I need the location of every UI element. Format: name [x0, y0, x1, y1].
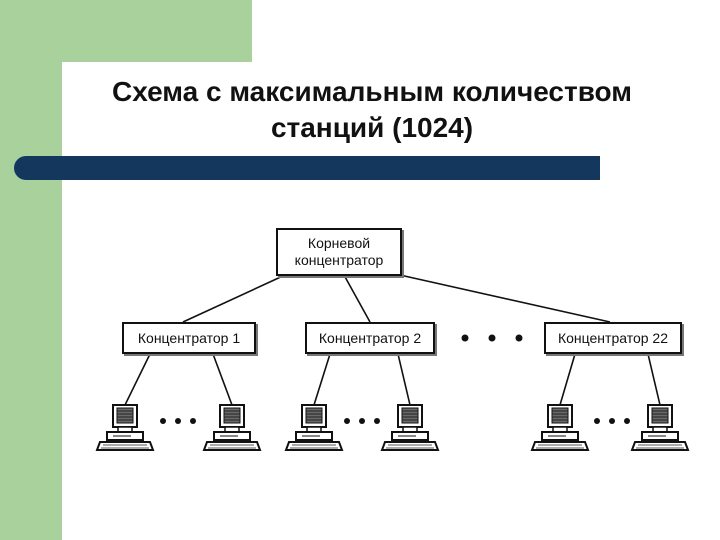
hub-node-1: Концентратор 1: [122, 322, 256, 354]
title-line-1: Схема с максимальным количеством: [111, 76, 632, 107]
workstation-icon: [631, 404, 689, 451]
green-accent-sidebar: [0, 62, 62, 540]
root-hub-node: Корневой концентратор: [276, 228, 402, 276]
title-divider-bar: [14, 156, 600, 180]
hub-node-22: Концентратор 22: [544, 322, 682, 354]
title-line-2: станций (1024): [270, 112, 474, 143]
hub-label: Концентратор 1: [137, 329, 241, 346]
green-accent-top: [0, 0, 252, 62]
hub-ellipsis: [461, 334, 523, 342]
hub-node-2: Концентратор 2: [305, 322, 435, 354]
hub-label: Концентратор 2: [318, 329, 422, 346]
workstation-icon: [381, 404, 439, 451]
workstation-icon: [203, 404, 261, 451]
connection-lines: [124, 274, 661, 406]
workstation-icon: [96, 404, 154, 451]
root-hub-label-line-1: Корневой: [307, 235, 371, 251]
workstation-icon: [285, 404, 343, 451]
slide-title: Схема с максимальным количеством станций…: [62, 74, 682, 146]
workstation-icon: [531, 404, 589, 451]
root-hub-label-line-2: концентратор: [294, 252, 384, 268]
workstation-ellipsis: [160, 418, 630, 424]
hub-label: Концентратор 22: [557, 329, 669, 346]
